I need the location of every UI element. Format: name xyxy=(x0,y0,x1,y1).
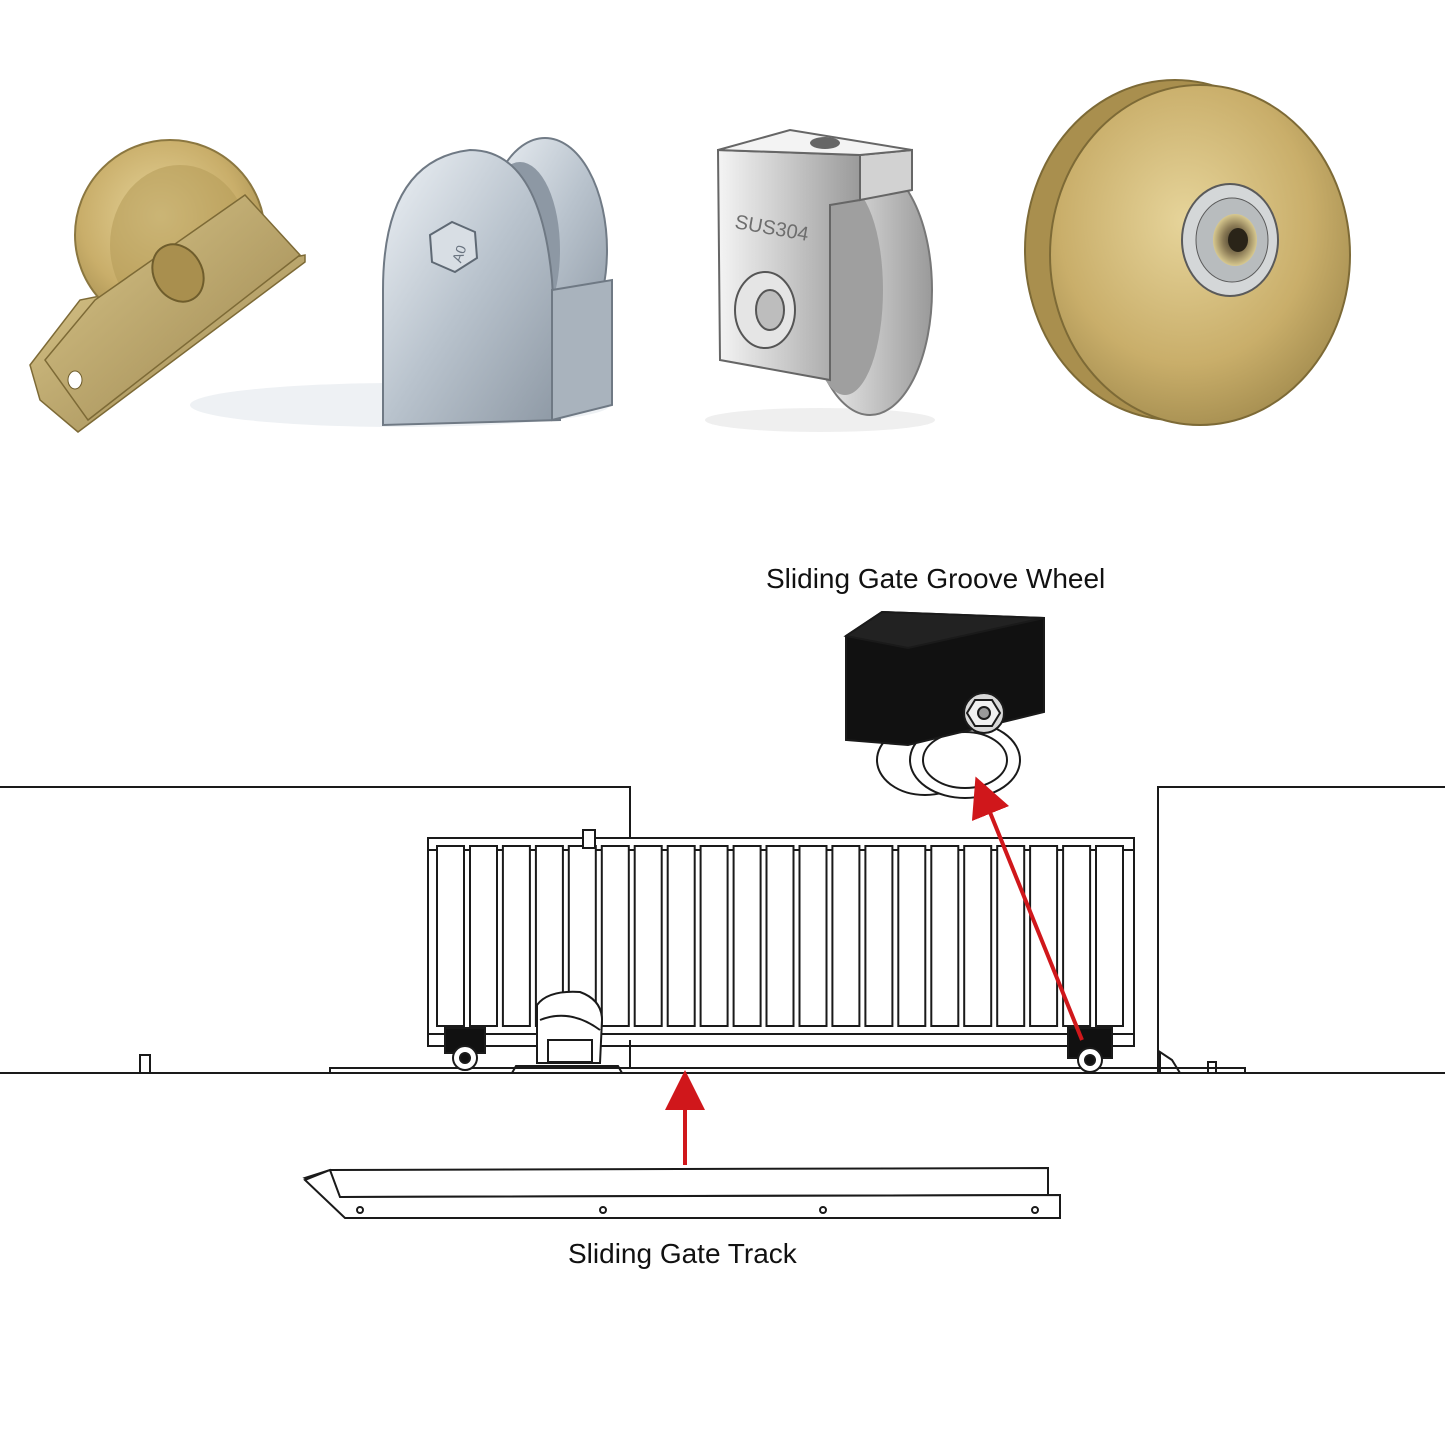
product-3-image: SUS304 xyxy=(705,128,935,432)
wheel-arrow xyxy=(971,776,1084,1041)
gate-bar xyxy=(600,845,630,1027)
gate-bar xyxy=(1095,845,1124,1027)
gate-bar xyxy=(469,845,498,1027)
gate-motor xyxy=(536,829,604,1064)
gate-bar xyxy=(798,845,828,1027)
gate-bar xyxy=(633,845,663,1027)
product-4-image xyxy=(1024,79,1351,426)
groove-wheel-illustration xyxy=(843,610,1045,799)
gate-bar xyxy=(864,845,894,1027)
gate-bar xyxy=(1062,845,1092,1027)
product-1-image xyxy=(29,139,306,433)
gate-diagram xyxy=(0,786,1445,1074)
gate-bar xyxy=(930,845,960,1027)
gate-bar xyxy=(501,845,531,1027)
gate-track-illustration xyxy=(302,1166,1061,1219)
gate-bar xyxy=(831,845,861,1027)
gate-bar xyxy=(436,845,465,1027)
gate-wheels xyxy=(444,1027,1113,1073)
track-label: Sliding Gate Track xyxy=(568,1238,797,1269)
gate-bar xyxy=(732,845,762,1027)
gate-bar xyxy=(1029,845,1059,1027)
gate-bar xyxy=(699,845,729,1027)
groove-wheel-label: Sliding Gate Groove Wheel xyxy=(766,563,1106,594)
gate-bar xyxy=(963,845,993,1027)
gate-bar xyxy=(996,845,1026,1027)
gate-bar xyxy=(897,845,927,1027)
product-2-image: A0 xyxy=(190,137,613,427)
gate-bars xyxy=(436,845,1124,1027)
bolt-mark-text: A0 xyxy=(449,243,470,265)
gate-bar xyxy=(666,845,696,1027)
gate-bar xyxy=(765,845,795,1027)
